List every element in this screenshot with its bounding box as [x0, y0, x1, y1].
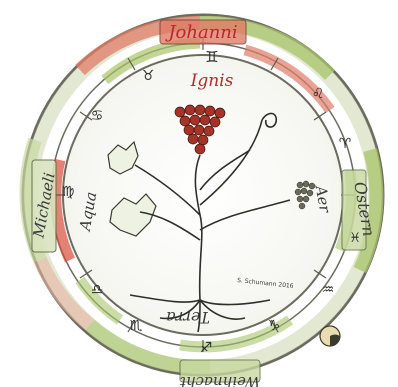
inner-circle — [63, 55, 343, 335]
label-johanni: Johanni — [164, 22, 237, 43]
zodiac-sagittarius-symbol: ♐ — [200, 340, 213, 356]
zodiac-scorpio-symbol: ♏ — [130, 318, 143, 334]
zodiac-capricorn-symbol: ♑ — [268, 318, 281, 334]
sun-orb-shadow — [330, 335, 340, 346]
zodiac-pisces-symbol: ♓ — [349, 231, 361, 246]
zodiac-cancer-symbol: ♋ — [91, 108, 104, 124]
zodiac-taurus-symbol: ♉ — [142, 68, 155, 84]
zodiac-aquarius-symbol: ♒ — [322, 282, 335, 298]
zodiac-aries-symbol: ♈ — [339, 136, 352, 152]
zodiac-virgo-symbol: ♍ — [62, 184, 75, 200]
element-ignis: Ignis — [190, 71, 234, 91]
zodiac-leo-symbol: ♌ — [312, 86, 325, 102]
zodiac-gemini-symbol: ♊ — [205, 48, 218, 66]
label-weihnacht: Weihnacht — [179, 373, 260, 387]
zodiac-libra-symbol: ♎ — [91, 282, 104, 298]
